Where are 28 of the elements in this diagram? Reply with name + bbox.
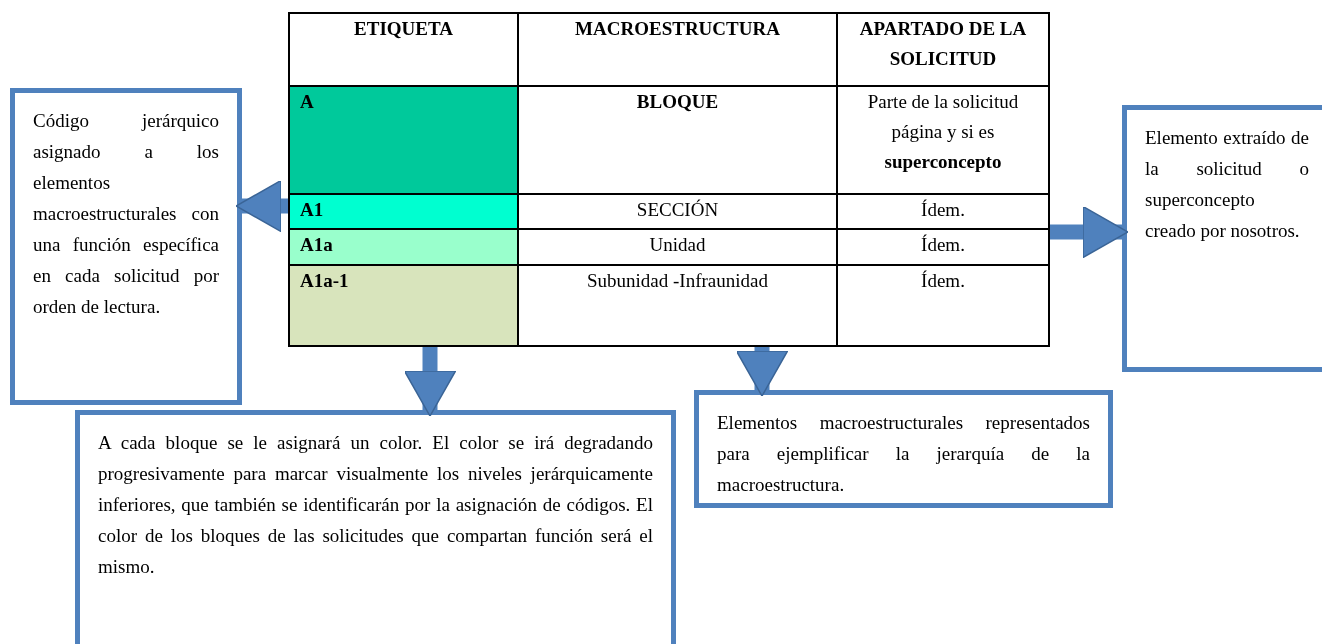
block-arrow (403, 347, 457, 417)
callout-box (10, 88, 242, 405)
table-cell-text: A1 (300, 199, 324, 220)
callout-box (694, 390, 1113, 508)
block-arrow (235, 179, 288, 233)
table-cell-text: Ídem. (921, 199, 965, 220)
table-cell-text: Ídem. (921, 234, 965, 255)
column-header: MACROESTRUCTURA (575, 18, 780, 39)
table-cell-text: Ídem. (921, 270, 965, 291)
callout-text: A cada bloque se le asignará un color. El color se irá degradando progresivamente para marcar visualmente los niveles jerárquicamente inferiores, que también se identificarán por la asignación de códigos. El color de los bloques de las solicitudes que compartan función será el mismo. (98, 431, 653, 579)
table-cell-text: Unidad (649, 234, 706, 255)
table-cell-text: BLOQUE (636, 91, 719, 112)
table-cell-text: SECCIÓN (636, 199, 719, 220)
table-cell-text: A (300, 91, 314, 112)
callout-box (75, 410, 676, 644)
column-header: APARTADO DE LA SOLICITUD (859, 18, 1027, 69)
table (288, 12, 1050, 347)
table-cell-text: Parte de la solicitud página y si es superconcepto (867, 91, 1019, 172)
callout-text: Código jerárquico asignado a los elementos macroestructurales con una función específica en cada solicitud por orden de lectura. (33, 109, 219, 319)
table-cell-text: A1a (300, 234, 333, 255)
table-cell-text: Subunidad -Infraunidad (587, 270, 768, 291)
block-arrow (1050, 205, 1129, 259)
table-cell-text: A1a-1 (300, 270, 349, 291)
callout-box (1122, 105, 1322, 372)
callout-text: Elemento extraído de la solicitud o superconcepto creado por nosotros. (1145, 126, 1309, 243)
column-header: ETIQUETA (354, 18, 453, 39)
block-arrow (735, 347, 789, 397)
callout-text: Elementos macroestructurales representados para ejemplificar la jerarquía de la macroestructura. (717, 411, 1090, 497)
